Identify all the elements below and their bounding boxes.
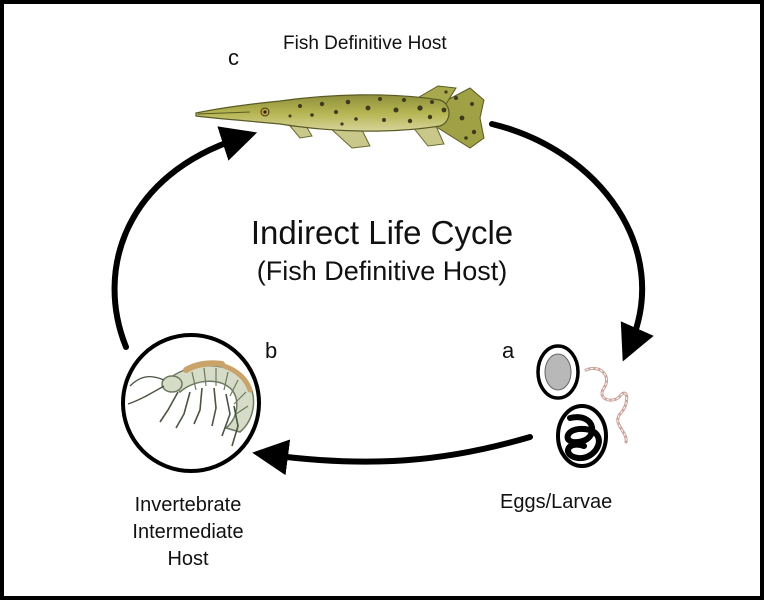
fish-definitive-host-label: Fish Definitive Host [283, 33, 447, 54]
host-label-line: Host [167, 548, 209, 570]
invertebrate-host-label: Invertebrate Intermediate Host [103, 492, 273, 573]
amphipod-illustration [127, 360, 255, 447]
arrow-invertebrate-to-fish [111, 126, 258, 350]
amphipod-circle [121, 333, 261, 473]
eggs-larvae-label: Eggs/Larvae [500, 491, 613, 513]
stage-b-letter: b [265, 338, 278, 363]
egg-and-larva-illustration [536, 344, 629, 468]
diagram-subtitle: (Fish Definitive Host) [256, 256, 508, 286]
arrow-fish-to-eggs [489, 121, 654, 362]
host-label-line: Invertebrate [134, 494, 242, 516]
gar-fish-illustration [195, 85, 485, 149]
arrow-eggs-to-invertebrate [252, 434, 533, 476]
stage-a-letter: a [502, 338, 515, 363]
stage-c-letter: c [228, 45, 239, 70]
diagram-title: Indirect Life Cycle [250, 214, 514, 251]
host-label-line: Intermediate [132, 521, 244, 543]
